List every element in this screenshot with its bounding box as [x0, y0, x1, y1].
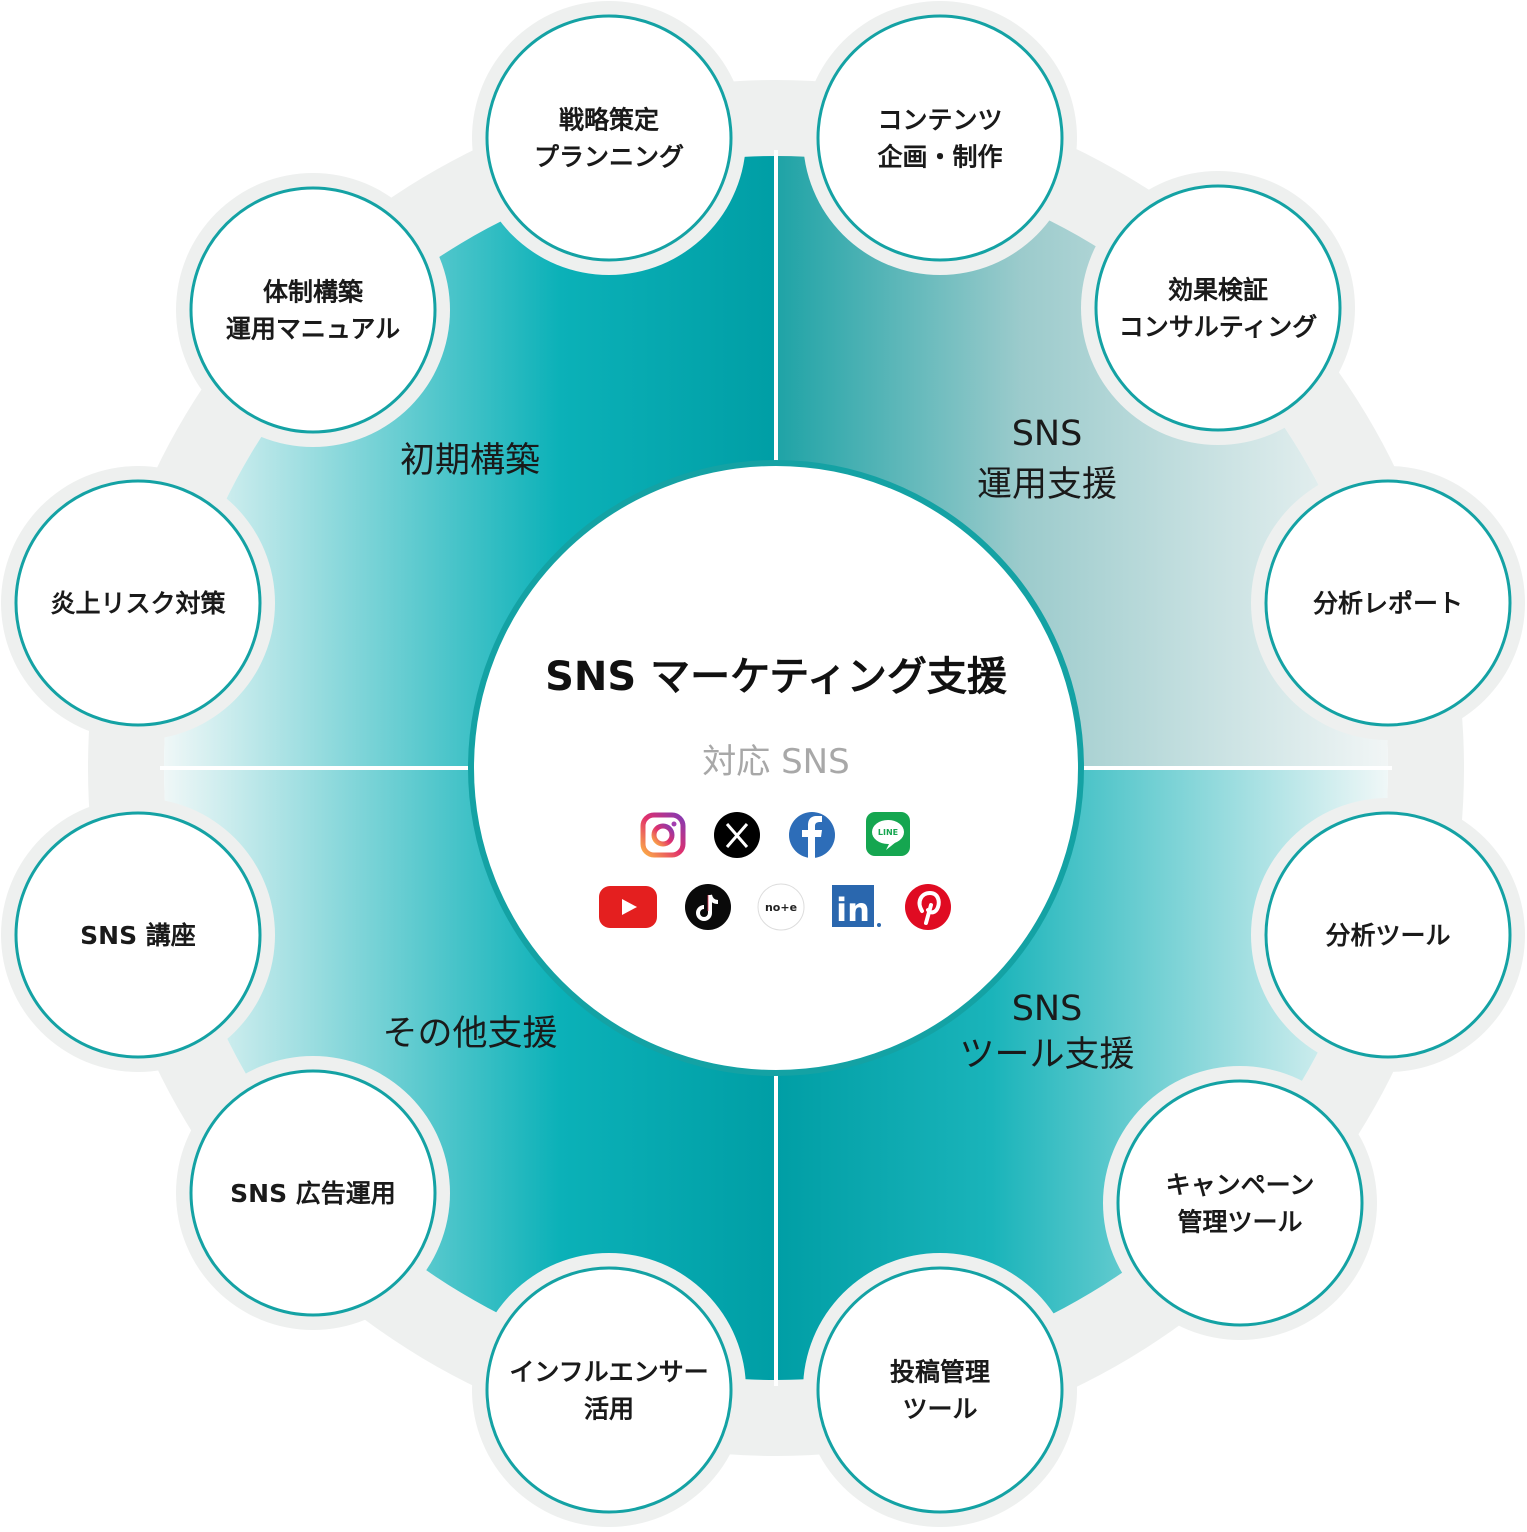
node-label: 分析ツール	[1325, 921, 1450, 950]
node-circle	[485, 14, 733, 262]
node-label: 投稿管理	[890, 1358, 990, 1387]
quadrant-label-tool-support-2: ツール支援	[959, 1035, 1134, 1075]
node-label: コンテンツ	[877, 106, 1002, 135]
node-circle	[816, 14, 1064, 262]
node-label: 活用	[584, 1395, 634, 1424]
svg-text:no+e: no+e	[765, 901, 797, 914]
center-circle: SNS マーケティング支援 対応 SNS LINE	[468, 460, 1084, 1076]
quadrant-label-other-support: その他支援	[382, 1014, 557, 1054]
quadrant-label-initial-setup: 初期構築	[400, 441, 540, 481]
node-circle	[189, 1069, 437, 1317]
quadrant-label-operation-support: SNS	[1012, 414, 1083, 454]
node-label: インフルエンサー	[509, 1358, 708, 1387]
node-sns-course: SNS 講座	[1, 798, 275, 1072]
tiktok-icon	[685, 884, 731, 930]
node-label: 運用マニュアル	[226, 315, 400, 344]
node-label: 炎上リスク対策	[50, 589, 226, 618]
x-icon	[714, 812, 760, 858]
node-circle	[485, 1266, 733, 1514]
node-circle	[1264, 811, 1512, 1059]
node-circle	[14, 811, 262, 1059]
node-label: 体制構築	[263, 278, 364, 307]
line-icon: LINE	[866, 812, 910, 856]
note-icon: no+e	[757, 883, 805, 931]
node-circle	[1264, 479, 1512, 727]
node-circle	[816, 1266, 1064, 1514]
node-label: 分析レポート	[1313, 589, 1463, 618]
node-label: 管理ツール	[1177, 1208, 1302, 1237]
pinterest-icon	[905, 884, 951, 930]
node-label: ツール	[902, 1395, 977, 1424]
node-flaming-risk: 炎上リスク対策	[1, 466, 275, 740]
linkedin-icon: in	[832, 885, 881, 929]
node-label: SNS 講座	[80, 921, 196, 950]
node-circle	[1116, 1079, 1364, 1327]
node-label: 企画・制作	[877, 143, 1002, 172]
node-sns-ads: SNS 広告運用	[176, 1056, 450, 1330]
center-subtitle: 対応 SNS	[702, 742, 849, 782]
node-label: 戦略策定	[559, 106, 659, 135]
facebook-icon	[789, 812, 835, 858]
node-analysis-tool: 分析ツール	[1251, 798, 1525, 1072]
instagram-icon	[640, 812, 686, 858]
node-label: 効果検証	[1168, 276, 1268, 305]
node-analysis-report: 分析レポート	[1251, 466, 1525, 740]
svg-text:LINE: LINE	[878, 828, 898, 837]
node-circle	[1094, 184, 1342, 432]
node-label: SNS 広告運用	[230, 1179, 396, 1208]
svg-text:in: in	[836, 891, 870, 929]
quadrant-label-tool-support: SNS	[1012, 989, 1083, 1029]
node-label: プランニング	[534, 143, 684, 172]
node-label: コンサルティング	[1119, 313, 1318, 342]
node-circle	[189, 186, 437, 434]
node-label: キャンペーン	[1166, 1171, 1315, 1200]
quadrant-label-operation-support-2: 運用支援	[977, 465, 1117, 505]
node-circle	[14, 479, 262, 727]
center-title: SNS マーケティング支援	[545, 654, 1008, 700]
youtube-icon	[599, 886, 657, 928]
